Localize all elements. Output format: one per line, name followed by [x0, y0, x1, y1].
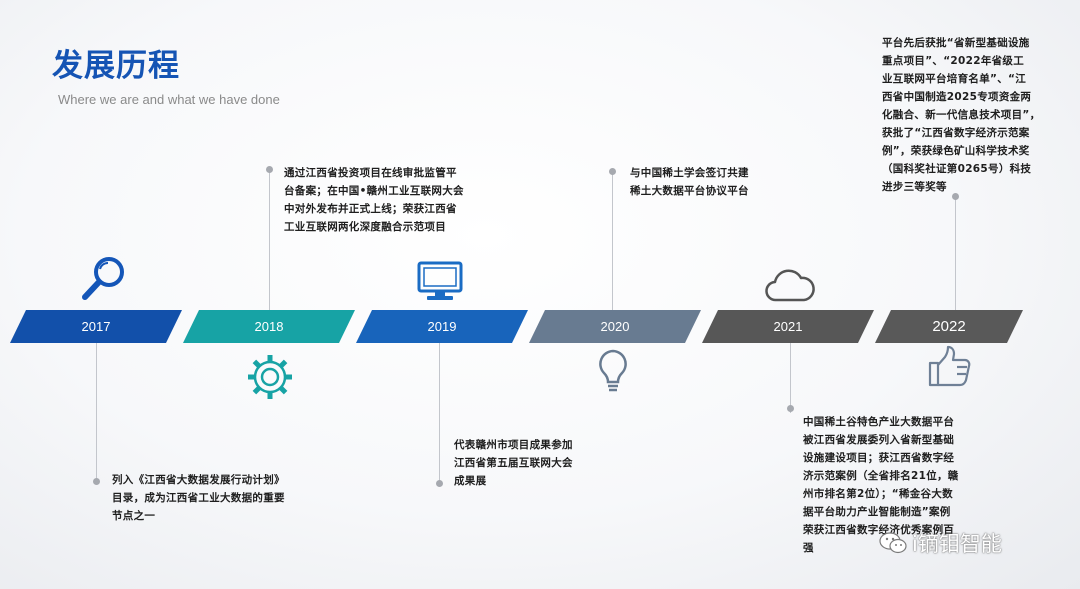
note-line: 江西省第五届互联网大会	[454, 457, 573, 469]
cloud-icon	[765, 269, 815, 302]
year-label: 2018	[254, 319, 284, 334]
search-icon	[82, 257, 124, 300]
timeline-segment-2017: 2017	[10, 310, 182, 343]
connector-dot-2019	[436, 480, 443, 487]
note-line: 目录，成为江西省工业大数据的重要	[112, 492, 285, 504]
connector-dot-2022	[952, 193, 959, 200]
note-line: 工业互联网两化深度融合示范项目	[284, 221, 446, 233]
gear-icon	[248, 355, 292, 399]
note-line: 节点之一	[112, 510, 156, 522]
note-line: 代表赣州市项目成果参加	[454, 439, 573, 451]
note-2021: 中国稀土谷特色产业大数据平台 被江西省发展委列入省新型基础 设施建设项目；获江西…	[803, 413, 959, 557]
note-2017: 列入《江西省大数据发展行动计划》 目录，成为江西省工业大数据的重要 节点之一	[112, 471, 285, 525]
timeline-segment-2018: 2018	[183, 310, 355, 343]
note-line: 业互联网平台培育名单”、“江	[882, 73, 1027, 85]
note-line: 据平台助力产业智能制造”案例	[803, 506, 951, 518]
note-2019: 代表赣州市项目成果参加 江西省第五届互联网大会 成果展	[454, 436, 573, 490]
note-line: 获批了“江西省数字经济示范案	[882, 127, 1030, 139]
note-line: 西省中国制造2025专项资金两	[882, 91, 1032, 103]
note-line: 成果展	[454, 475, 487, 487]
thumbs-up-icon	[928, 345, 971, 387]
connector-dot-2017	[93, 478, 100, 485]
year-label: 2019	[427, 319, 457, 334]
connector-2020	[612, 172, 613, 310]
note-line: 被江西省发展委列入省新型基础	[803, 434, 955, 446]
watermark-text: i镝钼智能	[912, 532, 1002, 556]
watermark: i镝钼智能	[878, 528, 1002, 558]
year-label: 2021	[773, 319, 803, 334]
year-label: 2017	[81, 319, 111, 334]
note-line: 设施建设项目；获江西省数字经	[803, 452, 955, 464]
note-line: （国科奖社证第0265号）科技	[882, 163, 1032, 175]
connector-dot-2021	[787, 405, 794, 412]
note-2022: 平台先后获批“省新型基础设施 重点项目”、“2022年省级工 业互联网平台培育名…	[882, 34, 1040, 196]
timeline-segment-2022: 2022	[875, 310, 1023, 343]
page-title: 发展历程	[52, 48, 180, 84]
connector-2019	[439, 343, 440, 483]
page-subtitle: Where we are and what we have done	[58, 92, 280, 107]
note-line: 列入《江西省大数据发展行动计划》	[112, 474, 285, 486]
monitor-icon	[417, 261, 463, 300]
note-2018: 通过江西省投资项目在线审批监管平 台备案；在中国•赣州工业互联网大会 中对外发布…	[284, 164, 464, 236]
note-line: 州市排名第2位）；“稀金谷大数	[803, 488, 953, 500]
note-line: 平台先后获批“省新型基础设施	[882, 37, 1030, 49]
year-label: 2020	[600, 319, 630, 334]
connector-dot-2018	[266, 166, 273, 173]
note-line: 台备案；在中国•赣州工业互联网大会	[284, 185, 464, 197]
wechat-icon	[879, 532, 907, 554]
note-line: 强	[803, 542, 814, 554]
timeline-segment-2021: 2021	[702, 310, 874, 343]
note-line: 重点项目”、“2022年省级工	[882, 55, 1025, 67]
connector-dot-2020	[609, 168, 616, 175]
timeline-segment-2019: 2019	[356, 310, 528, 343]
note-2020: 与中国稀土学会签订共建 稀土大数据平台协议平台	[630, 164, 749, 200]
note-line: 济示范案例（全省排名21位，赣	[803, 470, 959, 482]
connector-2022	[955, 198, 956, 310]
note-line: 通过江西省投资项目在线审批监管平	[284, 167, 457, 179]
timeline-segment-2020: 2020	[529, 310, 701, 343]
note-line: 稀土大数据平台协议平台	[630, 185, 749, 197]
note-line: 荣获江西省数字经济优秀案例百	[803, 524, 955, 536]
note-line: 例”，荣获绿色矿山科学技术奖	[882, 145, 1030, 157]
connector-2018	[269, 170, 270, 310]
note-line: 进步三等奖等	[882, 181, 947, 193]
lightbulb-icon	[599, 349, 627, 392]
connector-2021	[790, 343, 791, 413]
year-label: 2022	[932, 318, 966, 335]
note-line: 化融合、新一代信息技术项目”，	[882, 109, 1041, 121]
connector-2017	[96, 343, 97, 481]
note-line: 与中国稀土学会签订共建	[630, 167, 749, 179]
note-line: 中国稀土谷特色产业大数据平台	[803, 416, 955, 428]
note-line: 中对外发布并正式上线；荣获江西省	[284, 203, 457, 215]
